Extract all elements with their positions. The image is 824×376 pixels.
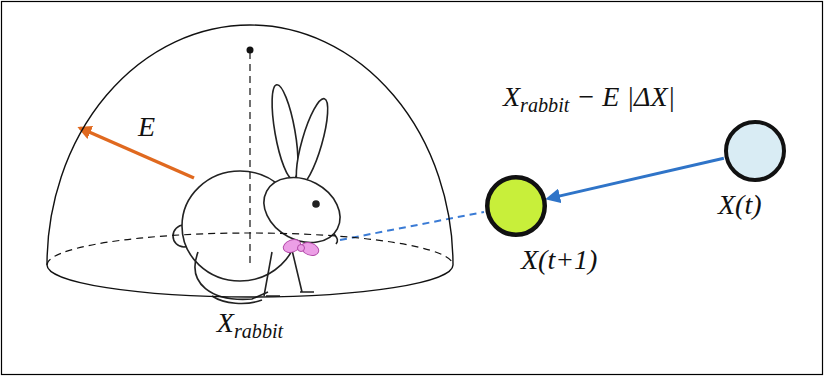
- dome-outline: [42, 18, 458, 348]
- dome-region: Xrabbit: [42, 18, 458, 348]
- position-label: Xrabbit: [217, 308, 283, 339]
- position-label: X(t+1): [521, 245, 597, 276]
- escape-arrow: [80, 128, 194, 178]
- current-position-circle: X(t): [724, 120, 786, 182]
- edge-label: Xrabbit − E |ΔX|: [500, 82, 678, 113]
- vector-label: E: [138, 112, 155, 143]
- sight-line: [340, 212, 484, 240]
- next-position-circle: X(t+1): [485, 175, 547, 237]
- position-label: X(t): [718, 190, 762, 221]
- motion-arrow: [548, 158, 724, 198]
- circle-outline: [724, 120, 786, 182]
- rabbit-figure: [173, 83, 351, 303]
- rabbit-bow: [281, 237, 320, 257]
- circle-outline: [485, 175, 547, 237]
